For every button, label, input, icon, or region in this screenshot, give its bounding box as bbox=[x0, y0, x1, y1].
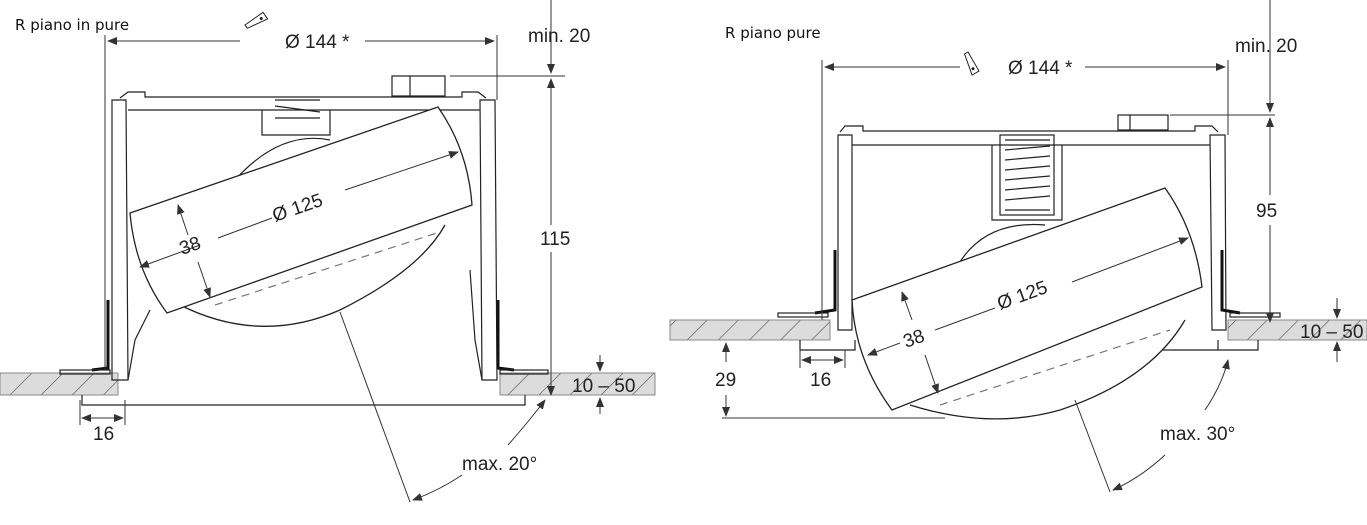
ceiling-thickness-label: 10 – 50 bbox=[1300, 322, 1363, 343]
housing bbox=[59, 75, 549, 406]
ceiling-left bbox=[0, 372, 119, 396]
height-label: 95 bbox=[1256, 201, 1277, 222]
min-clearance-label: min. 20 bbox=[1235, 36, 1297, 57]
saw-icon bbox=[963, 51, 980, 76]
flange-width-label: 16 bbox=[93, 424, 114, 445]
left-diagram: R piano in pure bbox=[0, 0, 656, 503]
ceiling-left bbox=[669, 319, 831, 341]
saw-icon bbox=[244, 11, 269, 29]
min-clearance-label: min. 20 bbox=[528, 26, 590, 47]
right-diagram: R piano pure bbox=[669, 0, 1367, 493]
right-title: R piano pure bbox=[725, 24, 821, 42]
cutout-diameter-label: Ø 144 * bbox=[285, 32, 350, 53]
ceiling-right bbox=[499, 372, 656, 396]
lamp-head bbox=[851, 187, 1203, 420]
height-label: 115 bbox=[540, 229, 570, 250]
cutout-diameter-label: Ø 144 * bbox=[1008, 58, 1073, 79]
tilt-label: max. 30° bbox=[1160, 424, 1235, 445]
flange-width-label: 16 bbox=[810, 370, 831, 391]
ceiling-right bbox=[1227, 319, 1367, 341]
tilt-label: max. 20° bbox=[462, 454, 537, 475]
left-title: R piano in pure bbox=[15, 16, 129, 34]
ceiling-thickness-label: 10 – 50 bbox=[572, 376, 635, 397]
protrusion-label: 29 bbox=[715, 370, 736, 391]
lamp-head bbox=[129, 106, 473, 327]
